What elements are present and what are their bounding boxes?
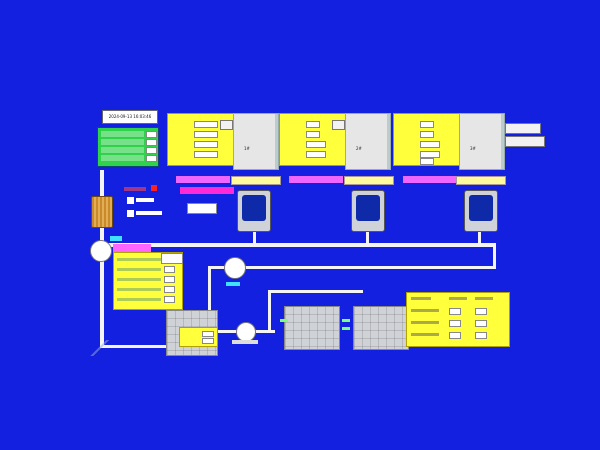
pump-icon[interactable]: [90, 240, 112, 262]
pipe-tank-feed: [208, 266, 211, 316]
tank-1-readout: [179, 327, 218, 347]
pipe-mid-horizontal: [208, 266, 496, 269]
compressor-1-status-bar: [176, 176, 230, 183]
status-row: [101, 155, 144, 161]
compressor-3-value: [420, 121, 434, 128]
compressor-2-value: [306, 131, 320, 138]
pipe-drop-3: [478, 228, 481, 246]
params-panel-header: [113, 244, 151, 252]
compressor-1-value: [194, 121, 218, 128]
pipe-top-tanks: [268, 290, 363, 293]
compressor-2-status-bar: [289, 176, 343, 183]
pipe-right-vertical: [493, 243, 496, 269]
status-row: [101, 131, 144, 137]
tank-label: [342, 327, 350, 330]
warning-label: [136, 198, 154, 202]
tank-2[interactable]: [284, 306, 340, 350]
compressor-1-reading: [231, 176, 281, 185]
status-row: [101, 147, 144, 153]
compressor-3-unit[interactable]: 3#: [459, 113, 505, 170]
pipe-to-tanks: [268, 290, 271, 330]
dryer-2-icon[interactable]: [351, 190, 385, 232]
compressor-3-panel: [393, 113, 461, 166]
pipe-drop-2: [366, 228, 369, 246]
compressor-2-unit[interactable]: 2#: [345, 113, 391, 170]
status-row: [101, 139, 144, 145]
tank-label: [280, 319, 288, 322]
pipe-main-horizontal: [100, 243, 496, 247]
compressor-3-reading: [456, 176, 506, 185]
pump-icon[interactable]: [236, 322, 256, 342]
compressor-1-button[interactable]: [220, 120, 233, 130]
status-panel: [97, 127, 159, 167]
pipe-drop-1: [253, 228, 256, 246]
compressor-3-name: 3#: [470, 146, 476, 151]
dew-panel: [406, 292, 510, 347]
compressor-3-value: [420, 158, 434, 165]
compressor-3-value: [420, 141, 440, 148]
tank-label: [342, 319, 350, 322]
pump-icon[interactable]: [224, 257, 246, 279]
compressor-2-value: [306, 121, 320, 128]
alarm-label: [124, 187, 146, 191]
alarm-indicator: [151, 185, 157, 191]
compressor-2-value: [306, 141, 326, 148]
compressor-3-status-bar: [403, 176, 457, 183]
compressor-2-panel: [279, 113, 347, 166]
warning-icon: [127, 197, 134, 204]
pump-base: [232, 340, 258, 344]
compressor-1-value: [194, 131, 218, 138]
dryer-1-icon[interactable]: [237, 190, 271, 232]
compressor-1-panel: [167, 113, 235, 166]
pump-label-tag: [226, 282, 240, 286]
compressor-2-value: [306, 151, 326, 158]
right-button-1[interactable]: [505, 123, 541, 134]
right-button-2[interactable]: [505, 136, 545, 147]
compressor-1-name: 1#: [244, 146, 250, 151]
filter-icon[interactable]: [91, 196, 113, 228]
pump-label-tag: [110, 236, 122, 241]
datetime-text: 2024-09-13 16:03:46: [108, 114, 152, 119]
datetime-box: 2024-09-13 16:03:46: [102, 110, 158, 124]
warning-label: [136, 211, 162, 215]
dryer-3-icon[interactable]: [464, 190, 498, 232]
params-side-box[interactable]: [161, 253, 183, 264]
warning-icon: [127, 210, 134, 217]
tank-3[interactable]: [353, 306, 409, 350]
compressor-2-name: 2#: [356, 146, 362, 151]
bottom-left-marks: [88, 340, 118, 356]
compressor-1-value: [194, 141, 218, 148]
compressor-1-unit[interactable]: 1#: [233, 113, 279, 170]
compressor-3-value: [420, 131, 434, 138]
pipe-bottom: [100, 345, 170, 348]
small-white-chip[interactable]: [187, 203, 217, 214]
compressor-1-status-pill: [180, 187, 234, 194]
compressor-3-value: [420, 151, 440, 158]
compressor-2-button[interactable]: [332, 120, 345, 130]
compressor-2-reading: [344, 176, 394, 185]
compressor-1-value: [194, 151, 218, 158]
